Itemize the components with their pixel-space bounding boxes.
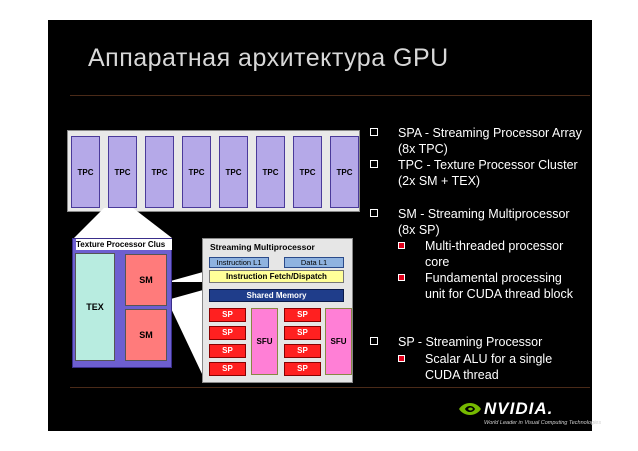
shared-memory: Shared Memory (209, 289, 344, 302)
tpc-zoom-wedge (74, 208, 172, 238)
streaming-multiprocessor-title: Streaming Multiprocessor (210, 242, 315, 252)
sfu-unit: SFU (325, 308, 352, 375)
sp-unit: SP (209, 344, 246, 358)
tpc-block: TPC (219, 136, 248, 208)
sp-unit: SP (284, 344, 321, 358)
tpc-block: TPC (71, 136, 100, 208)
nvidia-logo: NVIDIA. (484, 399, 554, 418)
tpc-block: TPC (182, 136, 211, 208)
red-square-bullet-icon (398, 355, 405, 362)
slide-title: Аппаратная архитектура GPU (88, 44, 449, 72)
sp-unit: SP (284, 308, 321, 322)
footer-divider (70, 387, 590, 388)
title-divider (70, 95, 590, 96)
sp-unit: SP (209, 362, 246, 376)
red-square-bullet-icon (398, 242, 405, 249)
instruction-cache: Instruction L1 (209, 257, 269, 268)
tpc-block: TPC (145, 136, 174, 208)
sp-unit: SP (209, 326, 246, 340)
tpc-block: TPC (108, 136, 137, 208)
tex-unit: TEX (75, 253, 115, 361)
hollow-square-bullet-icon (370, 160, 378, 168)
tpc-block: TPC (293, 136, 322, 208)
sm-zoom-wedge-top (167, 272, 203, 282)
sp-unit: SP (209, 308, 246, 322)
sm-zoom-wedge-bottom (167, 290, 203, 376)
hollow-square-bullet-icon (370, 209, 378, 217)
logo-tagline: World Leader in Visual Computing Technol… (484, 420, 602, 426)
instruction-fetch-dispatch: Instruction Fetch/Dispatch (209, 270, 344, 283)
logo-area (456, 396, 592, 431)
data-cache: Data L1 (284, 257, 344, 268)
tpc-block: TPC (330, 136, 359, 208)
nvidia-eye-icon (459, 403, 481, 415)
sp-unit: SP (284, 362, 321, 376)
hollow-square-bullet-icon (370, 337, 378, 345)
sm-unit-bottom: SM (125, 309, 167, 361)
hollow-square-bullet-icon (370, 128, 378, 136)
texture-cluster-title: Texture Processor Clus (76, 239, 172, 250)
sfu-unit: SFU (251, 308, 278, 375)
tpc-block: TPC (256, 136, 285, 208)
sp-unit: SP (284, 326, 321, 340)
sm-unit-top: SM (125, 254, 167, 306)
red-square-bullet-icon (398, 274, 405, 281)
